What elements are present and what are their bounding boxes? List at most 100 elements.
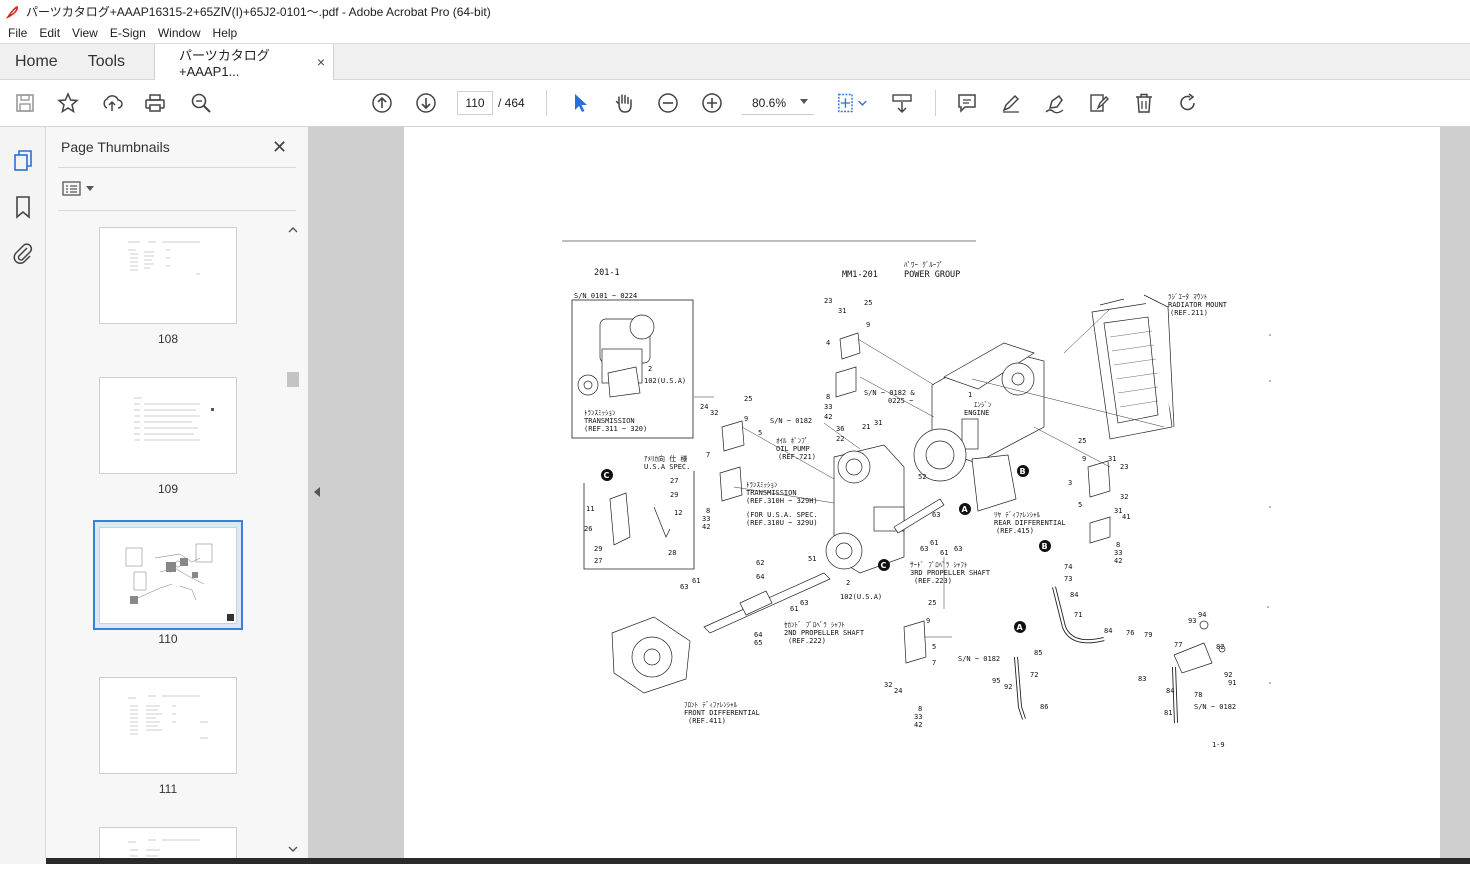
menu-window[interactable]: Window — [157, 26, 201, 40]
panel-title: Page Thumbnails — [61, 139, 170, 155]
tab-home[interactable]: Home — [15, 52, 58, 70]
page-thumbnails-icon[interactable] — [11, 149, 35, 173]
part-num: 63 — [680, 583, 688, 591]
page-number-input[interactable]: 110 — [457, 91, 493, 115]
part-num: 36 — [836, 425, 844, 433]
zoom-select[interactable]: 80.6% — [742, 91, 814, 115]
part-num: 62 — [756, 559, 764, 567]
group-kana: ﾊﾟﾜｰ ｸﾞﾙｰﾌﾟ — [904, 261, 943, 269]
transmission-kana-box: ﾄﾗﾝｽﾐｯｼｮﾝ — [584, 409, 616, 417]
save-icon[interactable] — [13, 91, 37, 115]
scrolling-mode-icon[interactable] — [890, 91, 914, 115]
part-num: 63 — [800, 599, 808, 607]
scrollbar-thumb[interactable] — [287, 372, 299, 387]
delete-trash-icon[interactable] — [1132, 91, 1156, 115]
transmission-label-box: TRANSMISSION — [584, 417, 635, 425]
thumbnail-page-108[interactable] — [99, 227, 237, 324]
select-cursor-icon[interactable] — [568, 91, 592, 115]
oil-pump-ref: (REF.721) — [778, 453, 816, 461]
next-page-icon[interactable] — [414, 91, 438, 115]
part-num: 32 — [1120, 493, 1128, 501]
collapse-panel-icon[interactable] — [314, 487, 320, 497]
panel-divider — [58, 167, 296, 168]
part-num: 24 — [894, 687, 902, 695]
part-num: 92 — [1004, 683, 1012, 691]
part-num: 94 — [1198, 611, 1206, 619]
thumbnail-label: 111 — [158, 782, 178, 796]
callout-a: A — [962, 505, 969, 514]
close-tab-button[interactable]: × — [316, 54, 326, 70]
part-num: 41 — [1122, 513, 1130, 521]
hand-tool-icon[interactable] — [612, 91, 636, 115]
comment-icon[interactable] — [955, 91, 979, 115]
tab-document[interactable]: パーツカタログ+AAAP1... × — [154, 44, 335, 80]
highlight-pen-icon[interactable] — [999, 91, 1023, 115]
part-num: 42 — [1114, 557, 1122, 565]
menu-esign[interactable]: E-Sign — [109, 26, 146, 40]
for-usa-a: (FOR U.S.A. SPEC. — [746, 511, 818, 519]
part-num: 31 — [838, 307, 846, 315]
find-zoom-icon[interactable] — [189, 91, 213, 115]
second-prop-ref: (REF.222) — [788, 637, 826, 645]
chevron-down-icon — [86, 186, 94, 191]
sign-pen-icon[interactable] — [1043, 91, 1067, 115]
zoom-in-icon[interactable] — [700, 91, 724, 115]
part-num: 5 — [758, 429, 762, 437]
thumbnail-page-next[interactable] — [99, 827, 237, 864]
part-num: 91 — [1228, 679, 1236, 687]
document-viewport[interactable]: 201-1 MM1-201 ﾊﾟﾜｰ ｸﾞﾙｰﾌﾟ POWER GROUP S/… — [308, 127, 1470, 864]
thumbnails-scrollbar[interactable] — [286, 222, 300, 858]
part-num: 64 — [756, 573, 764, 581]
close-panel-button[interactable]: ✕ — [272, 137, 288, 157]
redo-rotate-icon[interactable] — [1176, 91, 1200, 115]
part-num: 79 — [1144, 631, 1152, 639]
part-num: 74 — [1064, 563, 1072, 571]
sn-0182-b: S/N ~ 0182 — [958, 655, 1000, 663]
usa-102-b: 102(U.S.A) — [840, 593, 882, 601]
zoom-out-icon[interactable] — [656, 91, 680, 115]
part-num: 33 — [1114, 549, 1122, 557]
part-num: 61 — [940, 549, 948, 557]
sn-0182-label: S/N ~ 0182 — [770, 417, 812, 425]
part-num: 9 — [744, 415, 748, 423]
part-num: 28 — [668, 549, 676, 557]
part-num: 27 — [670, 477, 678, 485]
part-num: 33 — [702, 515, 710, 523]
radiator-ref: (REF.211) — [1170, 309, 1208, 317]
menu-view[interactable]: View — [72, 26, 98, 40]
share-upload-icon[interactable] — [100, 91, 124, 115]
fit-page-icon[interactable] — [835, 91, 871, 115]
scroll-up-icon[interactable] — [286, 225, 300, 235]
part-num: 61 — [930, 539, 938, 547]
part-num: 72 — [1030, 671, 1038, 679]
tab-tools[interactable]: Tools — [87, 52, 126, 70]
part-num: 5 — [932, 643, 936, 651]
thumbnail-page-109[interactable] — [99, 377, 237, 474]
part-num: 92 — [1224, 671, 1232, 679]
part-num: 93 — [1188, 617, 1196, 625]
item-2: 2 — [648, 365, 652, 373]
edit-pdf-icon[interactable] — [1087, 91, 1111, 115]
menu-edit[interactable]: Edit — [39, 26, 61, 40]
part-num: 63 — [920, 545, 928, 553]
print-icon[interactable] — [143, 91, 167, 115]
part-num: 84 — [1166, 687, 1174, 695]
previous-page-icon[interactable] — [370, 91, 394, 115]
menu-help[interactable]: Help — [212, 26, 238, 40]
thumbnail-resize-handle[interactable] — [227, 614, 234, 621]
menu-file[interactable]: File — [8, 26, 28, 40]
bookmarks-icon[interactable] — [11, 195, 35, 219]
list-options-icon — [62, 181, 81, 196]
bookmark-star-icon[interactable] — [56, 91, 80, 115]
part-num: 9 — [866, 321, 870, 329]
part-num: 29 — [594, 545, 602, 553]
attachments-icon[interactable] — [11, 241, 35, 265]
usa-102: 102(U.S.A) — [644, 377, 686, 385]
part-num: 63 — [932, 511, 940, 519]
part-num: 84 — [1104, 627, 1112, 635]
menu-bar: File Edit View E-Sign Window Help — [0, 23, 1470, 43]
thumbnail-page-111[interactable] — [99, 677, 237, 774]
thumbnail-options-menu[interactable] — [62, 181, 94, 197]
thumbnail-page-110[interactable] — [99, 527, 237, 624]
scroll-down-icon[interactable] — [286, 844, 300, 854]
